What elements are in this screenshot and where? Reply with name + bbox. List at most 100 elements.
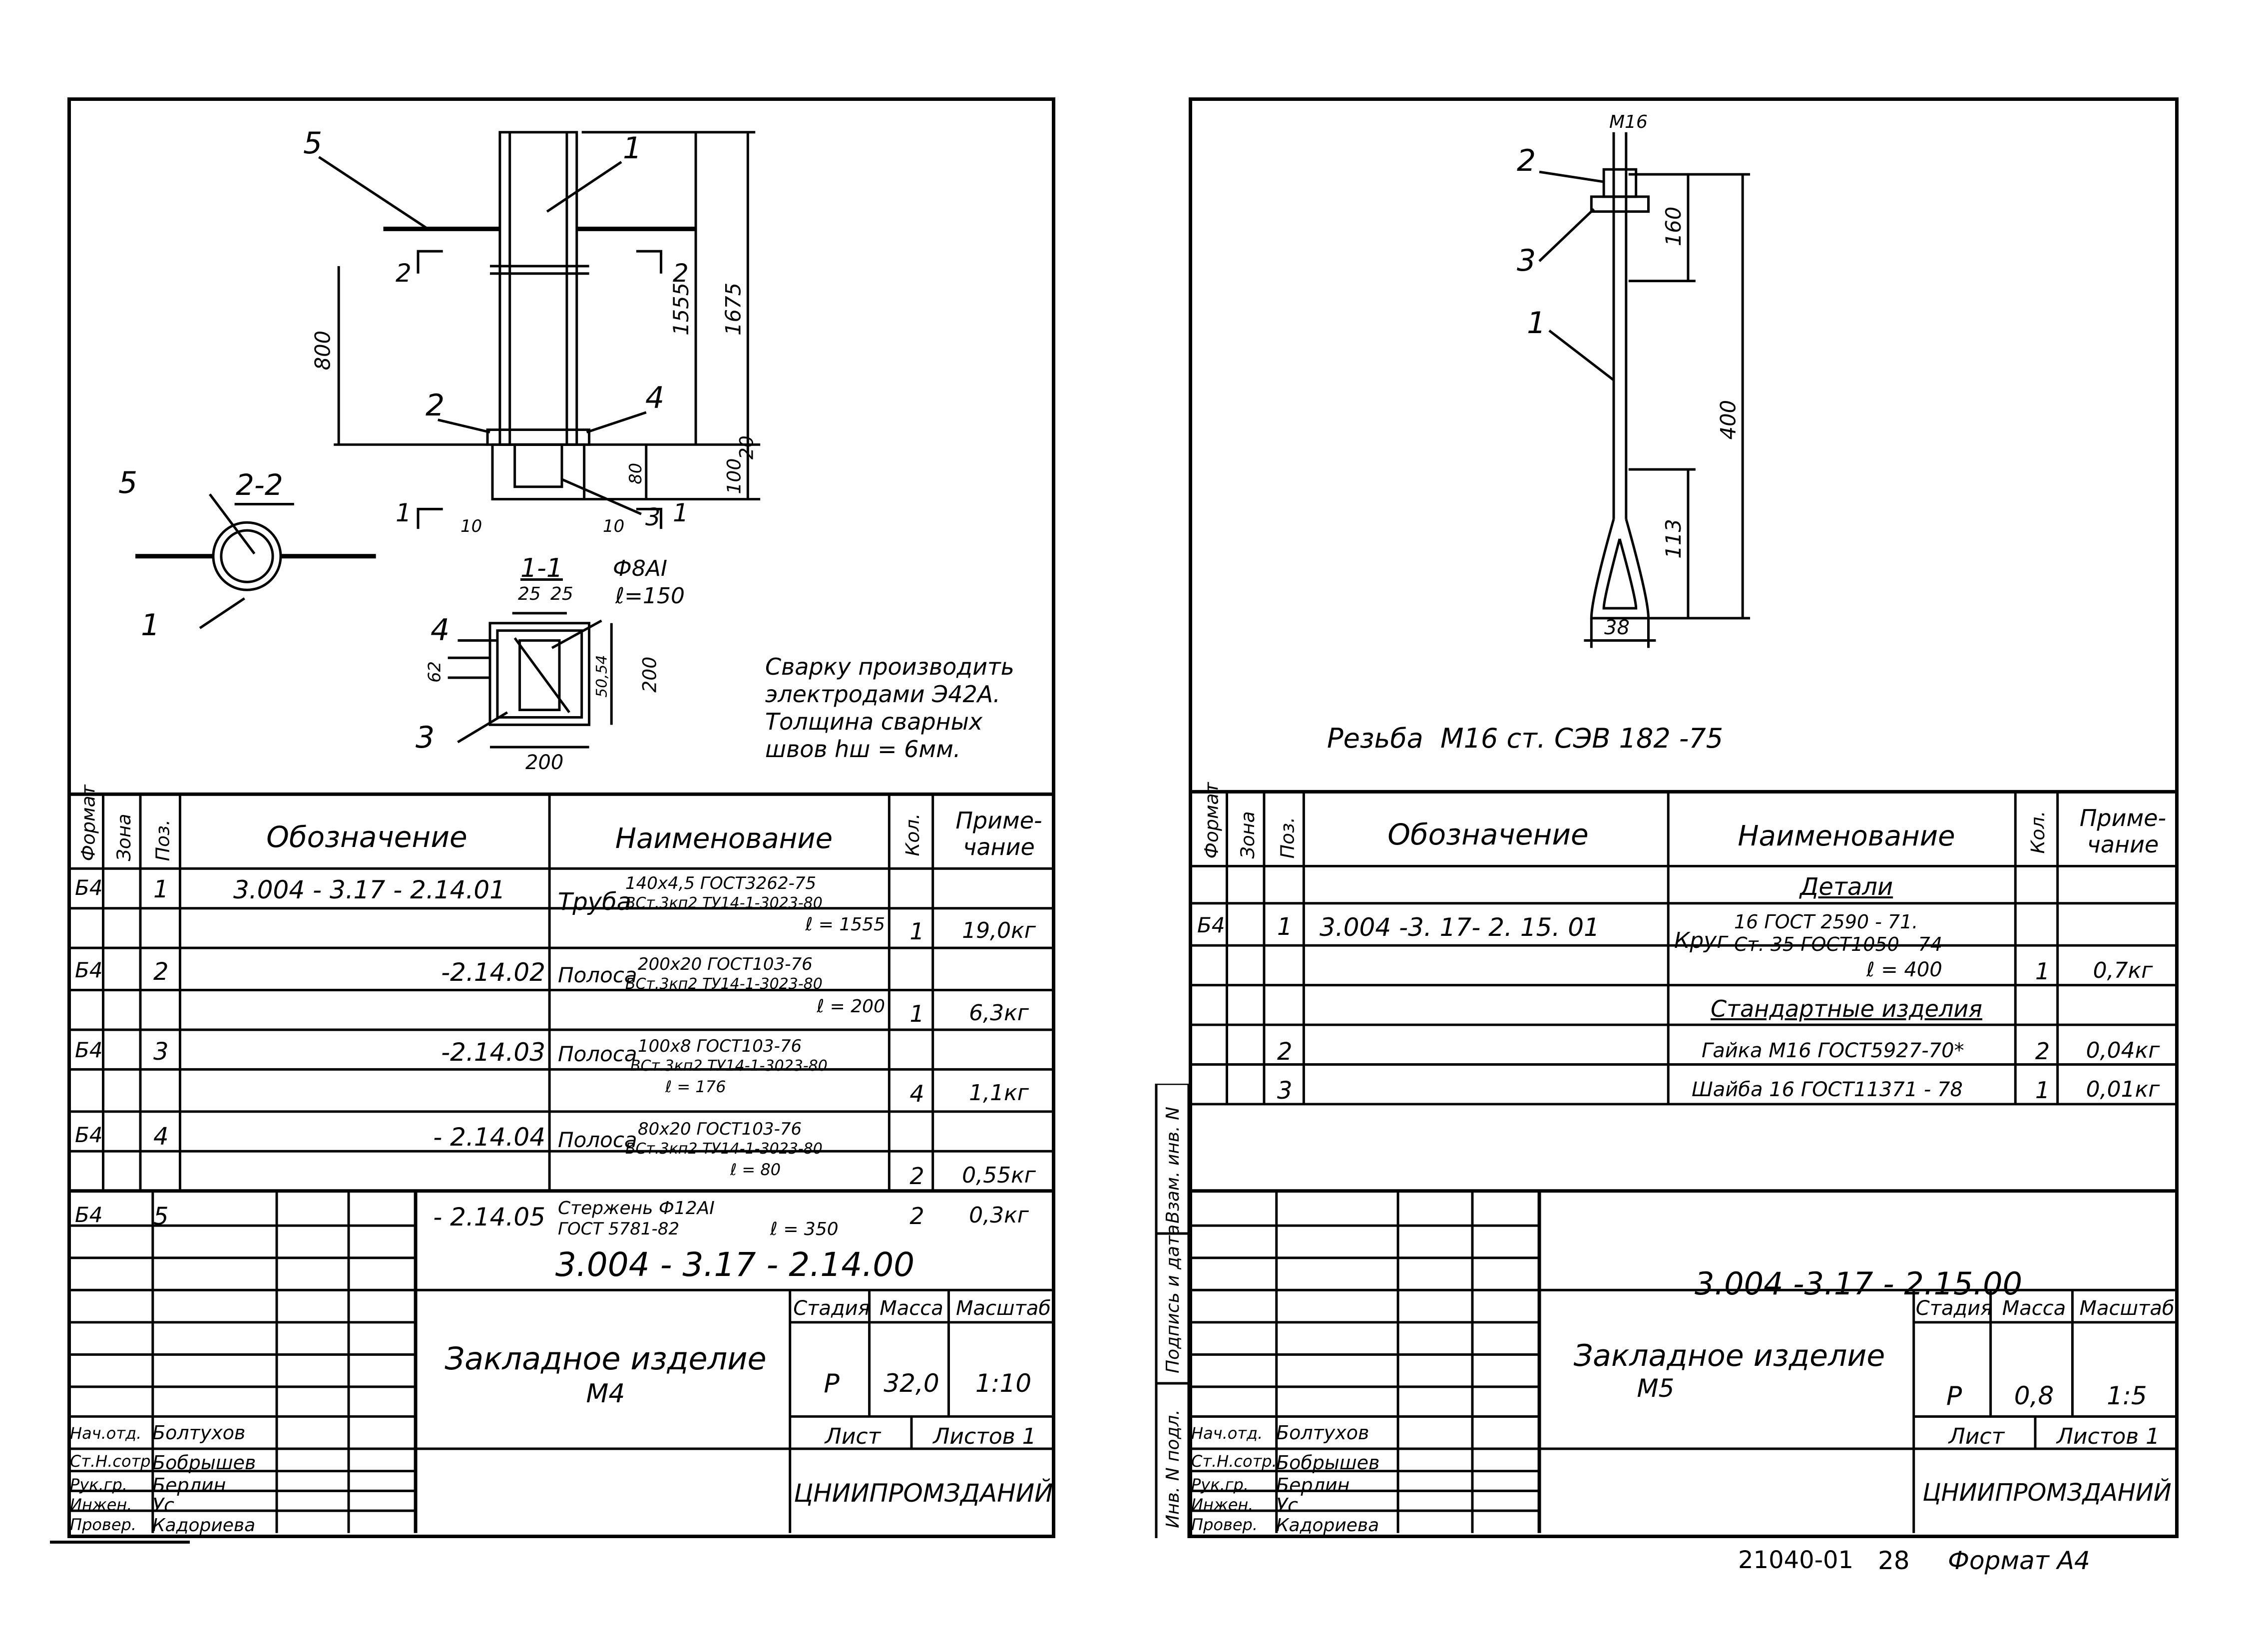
row-note: 0,7кг xyxy=(2093,958,2153,983)
row-designation: 3.004 -3. 17- 2. 15. 01 xyxy=(1320,913,1600,942)
leader-5: 5 xyxy=(303,126,323,161)
sig-role: Рук.гр. xyxy=(70,1475,128,1494)
bottom-rule xyxy=(50,1541,190,1544)
weld-note-2: электродами Э42А. xyxy=(765,681,1000,708)
row-format: Б4 xyxy=(1197,913,1225,937)
leader-3: 3 xyxy=(645,503,661,531)
sig-name: Кадориева xyxy=(1276,1515,1379,1536)
dim-100: 100 xyxy=(723,458,745,494)
dim-62: 62 xyxy=(425,661,445,683)
dim-50: 50,54 xyxy=(593,655,610,697)
weld-note-4: швов hш = 6мм. xyxy=(765,736,961,763)
row-format: Б4 xyxy=(75,1123,103,1147)
sig-name: Болтухов xyxy=(152,1422,246,1444)
pipe-body xyxy=(498,131,578,446)
row-designation: -2.14.03 xyxy=(441,1038,545,1067)
row-format: Б4 xyxy=(75,875,103,900)
row-name-1: 100x8 ГОСТ103-76 xyxy=(638,1036,802,1056)
row-name-main: Полоса xyxy=(558,1042,637,1066)
sig-name: Болтухов xyxy=(1276,1422,1369,1444)
title-stage-header: Стадия xyxy=(793,1297,870,1320)
header-note: Приме- чание xyxy=(2079,805,2167,858)
row-pos: 5 xyxy=(153,1203,169,1231)
dim-25b: 25 xyxy=(550,584,573,604)
dim-1555: 1555 xyxy=(669,283,693,336)
cut-mark-1-right: 1 xyxy=(673,498,689,527)
dim-400: 400 xyxy=(1716,400,1740,440)
row-format: Б4 xyxy=(75,1203,103,1227)
dim-200-horizontal: 200 xyxy=(525,751,564,774)
header-name: Наименование xyxy=(1738,820,1955,852)
header-note: Приме- чание xyxy=(955,807,1042,860)
row-name-3: ℓ = 1555 xyxy=(805,914,885,935)
row-qty: 2 xyxy=(909,1203,924,1230)
sig-role: Провер. xyxy=(70,1515,136,1534)
leader-1: 1 xyxy=(623,131,642,166)
title-mass: 32,0 xyxy=(884,1369,939,1398)
cut-mark-2-left: 2 xyxy=(396,259,412,288)
left-sheet: Формат Зона Поз. Кол. 800 1555 1675 20 1… xyxy=(67,97,1055,1538)
title-sheet: Лист xyxy=(1948,1424,2005,1449)
row-name-3: ℓ = 80 xyxy=(730,1160,781,1179)
title-code: 3.004 -3.17 - 2.15.00 xyxy=(1694,1265,2023,1302)
side-label-inv: Инв. N подл. xyxy=(1163,1409,1183,1528)
row-name-main: Полоса xyxy=(558,1128,637,1152)
title-sheet: Лист xyxy=(825,1424,881,1449)
side-label-replace: Взам. инв. N xyxy=(1163,1107,1183,1224)
dim-160: 160 xyxy=(1661,207,1686,247)
right-side-strip: Инв. N подл. Подпись и дата Взам. инв. N xyxy=(1155,1084,1190,1538)
title-scale-header: Масштаб xyxy=(955,1297,1051,1320)
leader-2: 2 xyxy=(426,388,445,423)
sig-role: Рук.гр. xyxy=(1191,1475,1249,1494)
dim-113: 113 xyxy=(1661,519,1686,559)
leader-1: 1 xyxy=(1527,306,1546,341)
sig-name: Бобрышев xyxy=(152,1452,256,1474)
dim-800: 800 xyxy=(310,331,335,371)
row-pos: 3 xyxy=(153,1038,169,1066)
row-designation: - 2.14.04 xyxy=(433,1123,545,1152)
row-qty: 4 xyxy=(909,1080,924,1107)
dim-200-vertical: 200 xyxy=(639,657,661,693)
row-pos: 4 xyxy=(153,1123,169,1151)
row-qty: 1 xyxy=(2035,1077,2050,1104)
sig-name: Берлин xyxy=(1276,1474,1350,1496)
leader-4b: 4 xyxy=(431,613,450,648)
row-name-1: 200x20 ГОСТ103-76 xyxy=(638,954,813,974)
row-note: 1,1кг xyxy=(969,1080,1029,1106)
row-note: 6,3кг xyxy=(969,1000,1029,1026)
title-name-2: М5 xyxy=(1637,1374,1675,1403)
header-name: Наименование xyxy=(615,823,833,855)
sig-name: Берлин xyxy=(152,1474,226,1496)
row-name-main: Шайба 16 ГОСТ11371 - 78 xyxy=(1692,1078,1963,1101)
right-sheet: Формат Зона Поз. Кол. 160 400 113 2 3 1 … xyxy=(1189,97,2179,1538)
dim-10a: 10 xyxy=(460,516,482,536)
sig-role: Нач.отд. xyxy=(1191,1424,1263,1443)
row-name-2: ВСт.3кп2 ТУ14-1-3023-80 xyxy=(630,1057,828,1075)
row-name-2: Ст. 35 ГОСТ1050 - 74 xyxy=(1734,933,1943,955)
leader-3: 3 xyxy=(1517,243,1536,278)
row-name-3: ℓ = 350 xyxy=(770,1219,839,1239)
dim-10b: 10 xyxy=(603,516,625,536)
leader-1b: 1 xyxy=(141,608,160,643)
row-note: 0,01кг xyxy=(2086,1077,2160,1102)
header-format: Формат xyxy=(1201,782,1223,858)
row-name-main: Круг xyxy=(1674,928,1729,953)
row-note: 0,04кг xyxy=(2086,1038,2160,1063)
leader-2: 2 xyxy=(1517,143,1536,178)
row-format: Б4 xyxy=(75,1038,103,1062)
sig-name: Ус xyxy=(152,1494,175,1516)
right-drawing-lines: Формат Зона Поз. Кол. 160 400 113 xyxy=(1192,132,2175,1533)
row-name-3: ℓ = 400 xyxy=(1866,958,1942,981)
rod-length: ℓ=150 xyxy=(615,583,685,609)
dim-38: 38 xyxy=(1604,616,1630,639)
row-format: Б4 xyxy=(75,958,103,982)
title-stage-header: Стадия xyxy=(1915,1297,1993,1320)
section-standard: Стандартные изделия xyxy=(1711,995,1982,1022)
footer-page: 28 xyxy=(1878,1546,1910,1575)
row-qty: 1 xyxy=(909,918,924,945)
title-stage: Р xyxy=(1946,1381,1962,1411)
dim-20: 20 xyxy=(735,435,757,459)
title-org: ЦНИИПРОМЗДАНИЙ xyxy=(1922,1479,2172,1507)
left-drawing-lines: Формат Зона Поз. Кол. 800 1555 1675 20 1… xyxy=(71,131,1052,1533)
title-sheets: Листов 1 xyxy=(2056,1424,2160,1449)
